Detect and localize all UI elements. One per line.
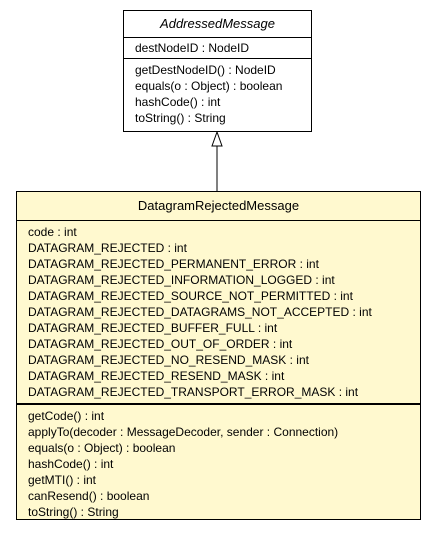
operations-section: getCode() : int applyTo(decoder : Messag…: [17, 405, 420, 522]
attribute: DATAGRAM_REJECTED_RESEND_MASK : int: [28, 369, 285, 383]
class-addressed-message[interactable]: AddressedMessage destNodeID : NodeID get…: [123, 10, 312, 132]
class-datagram-rejected-message[interactable]: DatagramRejectedMessage code : int DATAG…: [16, 191, 421, 520]
operation: toString() : String: [28, 505, 119, 519]
attribute: destNodeID : NodeID: [135, 41, 250, 55]
operation: hashCode() : int: [135, 95, 221, 109]
attribute: DATAGRAM_REJECTED_NO_RESEND_MASK : int: [28, 353, 309, 367]
attributes-section: code : int DATAGRAM_REJECTED : int DATAG…: [17, 221, 420, 405]
attributes-section: destNodeID : NodeID: [124, 38, 311, 59]
operation: toString() : String: [135, 111, 226, 125]
attribute: DATAGRAM_REJECTED_INFORMATION_LOGGED : i…: [28, 273, 335, 287]
attribute: DATAGRAM_REJECTED_PERMANENT_ERROR : int: [28, 257, 319, 271]
generalization-arrowhead: [211, 130, 223, 147]
operation: getCode() : int: [28, 409, 105, 423]
attribute: DATAGRAM_REJECTED_SOURCE_NOT_PERMITTED :…: [28, 289, 353, 303]
attribute: DATAGRAM_REJECTED_DATAGRAMS_NOT_ACCEPTED…: [28, 305, 372, 319]
operation: equals(o : Object) : boolean: [28, 441, 176, 455]
attribute: DATAGRAM_REJECTED_TRANSPORT_ERROR_MASK :…: [28, 385, 359, 399]
attribute: DATAGRAM_REJECTED : int: [28, 241, 187, 255]
attribute: DATAGRAM_REJECTED_OUT_OF_ORDER : int: [28, 337, 293, 351]
attribute: DATAGRAM_REJECTED_BUFFER_FULL : int: [28, 321, 278, 335]
operation: getMTI() : int: [28, 473, 97, 487]
class-name: DatagramRejectedMessage: [17, 192, 420, 221]
operation: getDestNodeID() : NodeID: [135, 63, 276, 77]
operations-section: getDestNodeID() : NodeID equals(o : Obje…: [124, 59, 311, 128]
operation: hashCode() : int: [28, 457, 114, 471]
class-name: AddressedMessage: [124, 11, 311, 38]
operation: canResend() : boolean: [28, 489, 150, 503]
operation: equals(o : Object) : boolean: [135, 79, 283, 93]
operation: applyTo(decoder : MessageDecoder, sender…: [28, 425, 339, 439]
attribute: code : int: [28, 225, 77, 239]
